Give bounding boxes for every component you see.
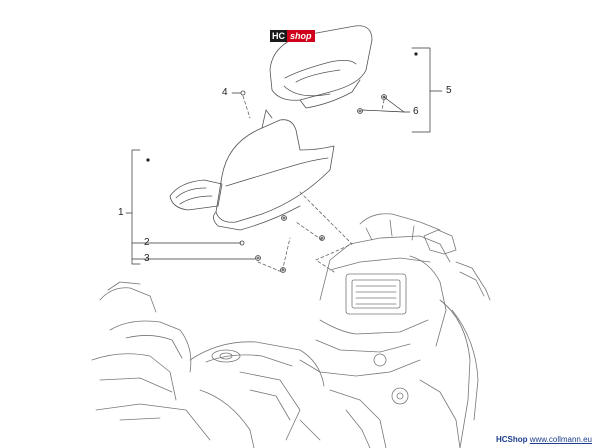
callout-brackets [125,47,443,265]
footer-credit: HCShop www.collmann.eu [496,435,592,444]
logo-shop: shop [287,30,315,42]
callout-1: 1 [118,207,124,218]
motorcycle-outline [91,213,491,448]
callout-6: 6 [413,106,419,117]
logo-hc: HC [270,30,287,42]
rider-seat [169,109,335,231]
assembly-guides [242,95,385,273]
footer-brand: HCShop [495,435,528,444]
callout-dots [146,52,418,162]
callout-2: 2 [144,237,150,248]
fasteners [239,90,387,273]
callout-3: 3 [144,253,150,264]
footer-site-link[interactable]: www.collmann.eu [529,435,592,444]
callout-4: 4 [222,87,228,98]
callout-5: 5 [446,85,452,96]
hcshop-logo: HC shop [270,30,315,42]
